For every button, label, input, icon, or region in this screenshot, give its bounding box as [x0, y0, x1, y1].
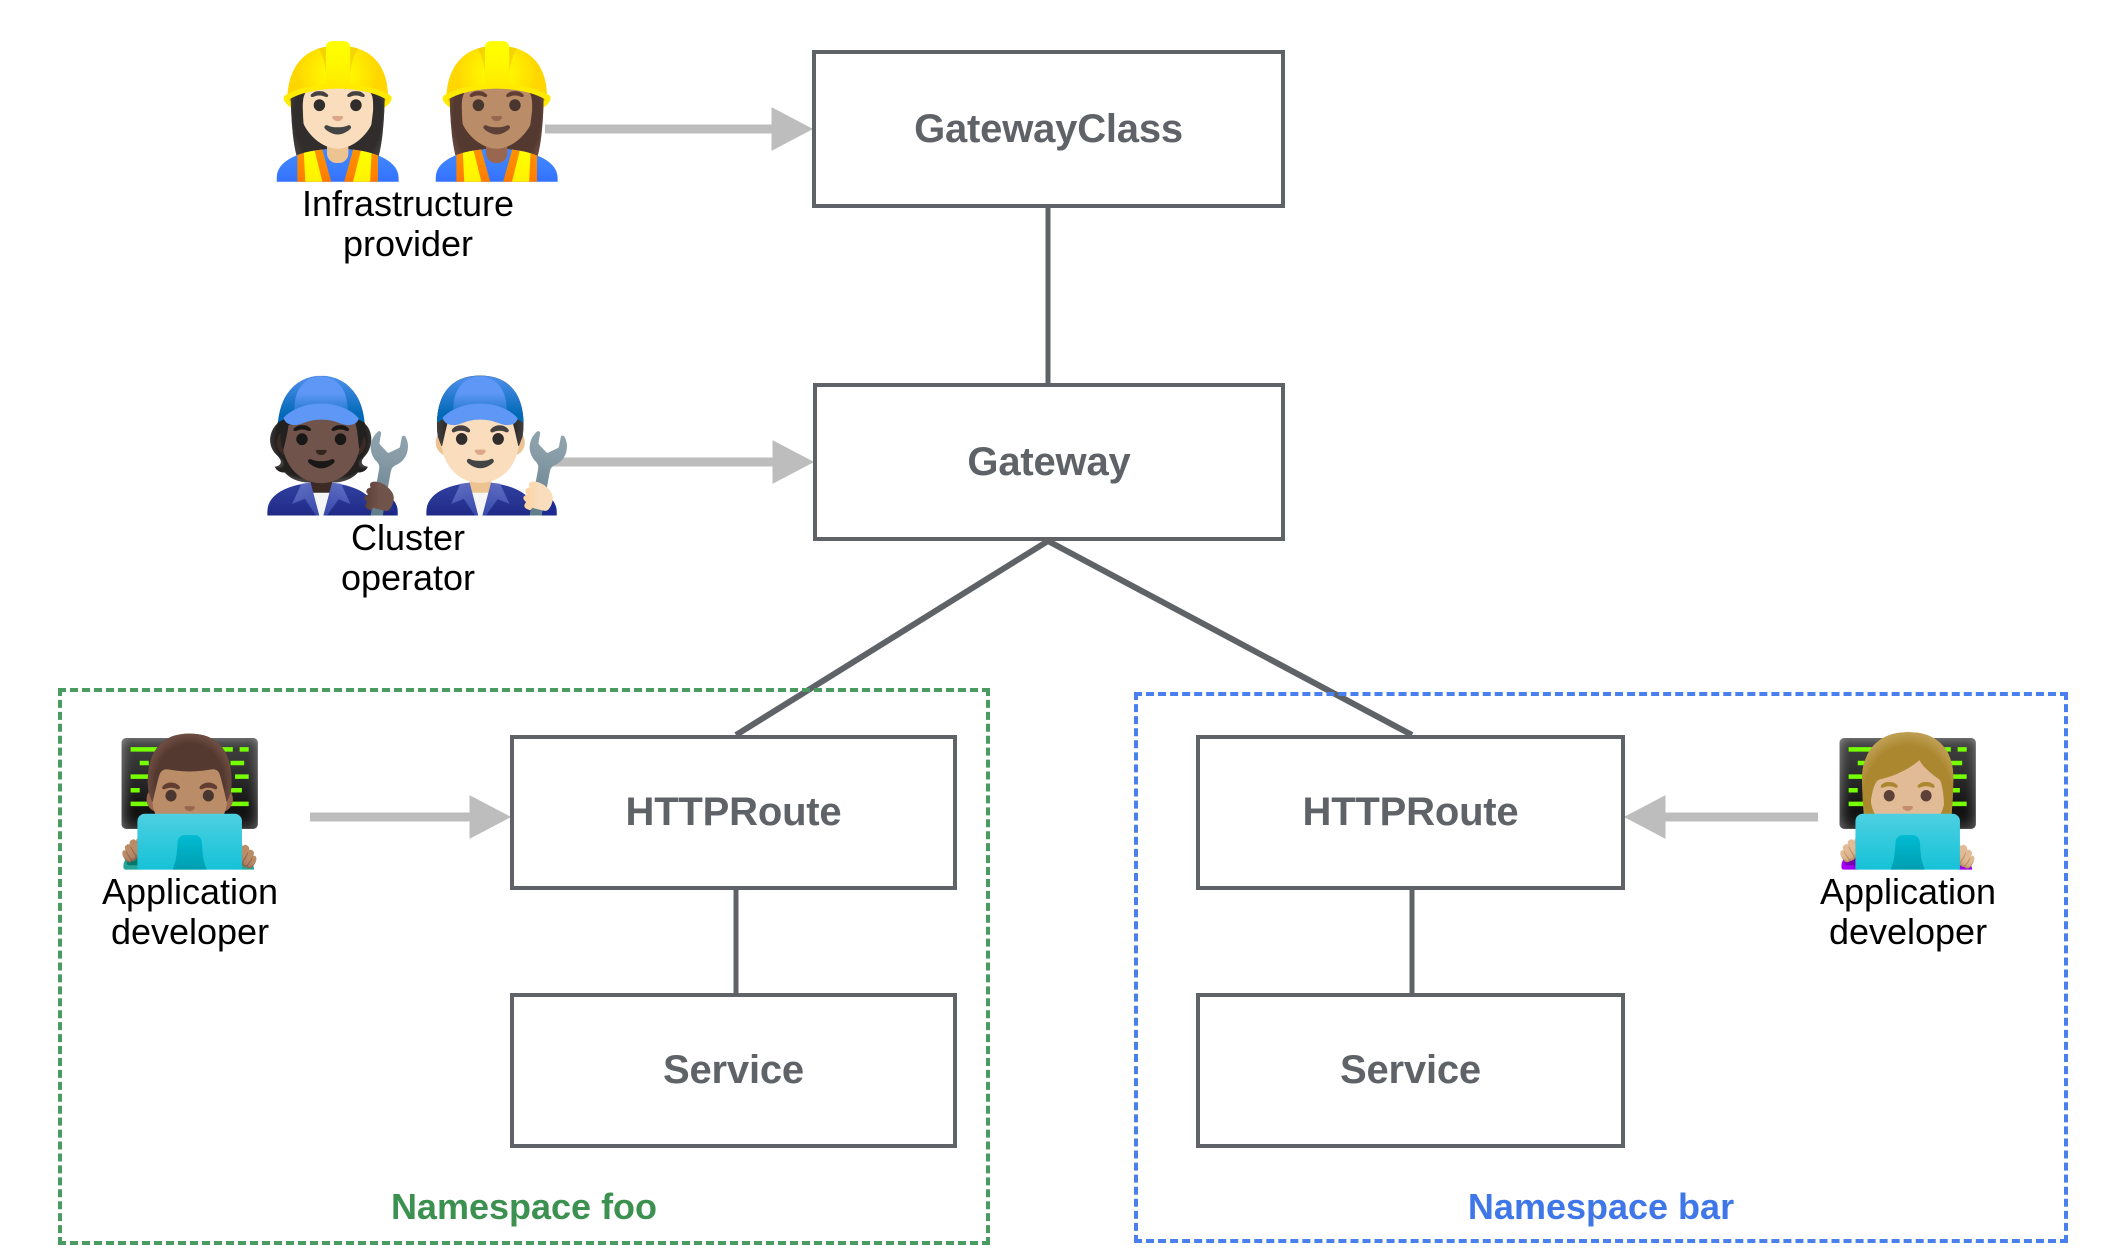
- persona-application-developer-bar: 👩🏼‍💻 Application developer: [1808, 740, 2008, 953]
- persona-application-developer-bar-label: Application developer: [1819, 871, 1997, 953]
- namespace-label-foo: Namespace foo: [390, 1186, 658, 1227]
- persona-application-developer-foo-label: Application developer: [101, 871, 279, 953]
- mechanic-icon: 🧑🏿‍🔧👨🏻‍🔧: [258, 371, 577, 520]
- woman-technologist-icon: 👩🏼‍💻: [1830, 730, 1986, 874]
- woman-construction-worker-icon: 👷🏻‍♀️👷🏽‍♀️: [258, 37, 577, 186]
- node-service-bar-label: Service: [1340, 1048, 1481, 1092]
- node-gateway[interactable]: Gateway: [813, 383, 1285, 541]
- node-httproute-bar[interactable]: HTTPRoute: [1196, 735, 1625, 890]
- node-gateway-label: Gateway: [967, 439, 1131, 484]
- node-gatewayclass-label: GatewayClass: [914, 106, 1183, 151]
- namespace-group-bar: [1134, 692, 2068, 1243]
- persona-infrastructure-provider: 👷🏻‍♀️👷🏽‍♀️ Infrastructure provider: [258, 37, 577, 265]
- node-httproute-foo-label: HTTPRoute: [625, 790, 842, 834]
- arrow-infra-to-gatewayclass: [545, 107, 814, 151]
- namespace-group-foo: [58, 688, 990, 1245]
- man-technologist-icon: 👨🏽‍💻: [112, 730, 268, 874]
- node-httproute-foo[interactable]: HTTPRoute: [510, 735, 957, 890]
- node-service-foo[interactable]: Service: [510, 993, 957, 1148]
- persona-infrastructure-provider-label: Infrastructure provider: [301, 183, 515, 265]
- node-httproute-bar-label: HTTPRoute: [1302, 790, 1519, 834]
- node-gatewayclass[interactable]: GatewayClass: [812, 50, 1285, 208]
- arrow-operator-to-gateway: [545, 440, 815, 484]
- persona-application-developer-foo: 👨🏽‍💻 Application developer: [90, 740, 290, 953]
- persona-cluster-operator: 🧑🏿‍🔧👨🏻‍🔧 Cluster operator: [258, 371, 577, 599]
- node-service-bar[interactable]: Service: [1196, 993, 1625, 1148]
- node-service-foo-label: Service: [663, 1048, 804, 1092]
- namespace-label-bar: Namespace bar: [1467, 1186, 1735, 1227]
- persona-cluster-operator-label: Cluster operator: [340, 517, 476, 599]
